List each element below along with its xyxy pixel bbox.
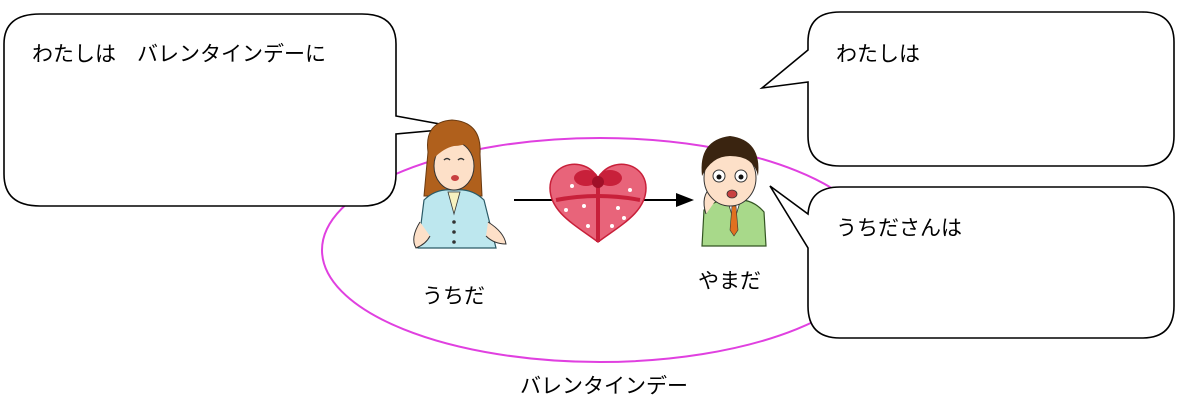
speech-bubble-top-right xyxy=(759,11,1175,167)
bubble-left-text: わたしは バレンタインデーに xyxy=(32,42,326,66)
person-label-uchida: うちだ xyxy=(422,284,485,308)
person-label-yamada: やまだ xyxy=(698,269,761,293)
bubble-top-right-text: わたしは xyxy=(836,42,920,66)
speech-bubble-left xyxy=(3,13,463,207)
relationship-ellipse xyxy=(321,137,879,363)
speech-bubble-bottom-right xyxy=(769,185,1175,339)
man-figure-icon xyxy=(701,136,767,247)
woman-figure-icon xyxy=(413,119,507,249)
bubble-bottom-right-text: うちださんは xyxy=(836,216,962,240)
diagram-caption: バレンタインデー xyxy=(520,374,688,398)
heart-gift-box-icon xyxy=(549,163,647,243)
